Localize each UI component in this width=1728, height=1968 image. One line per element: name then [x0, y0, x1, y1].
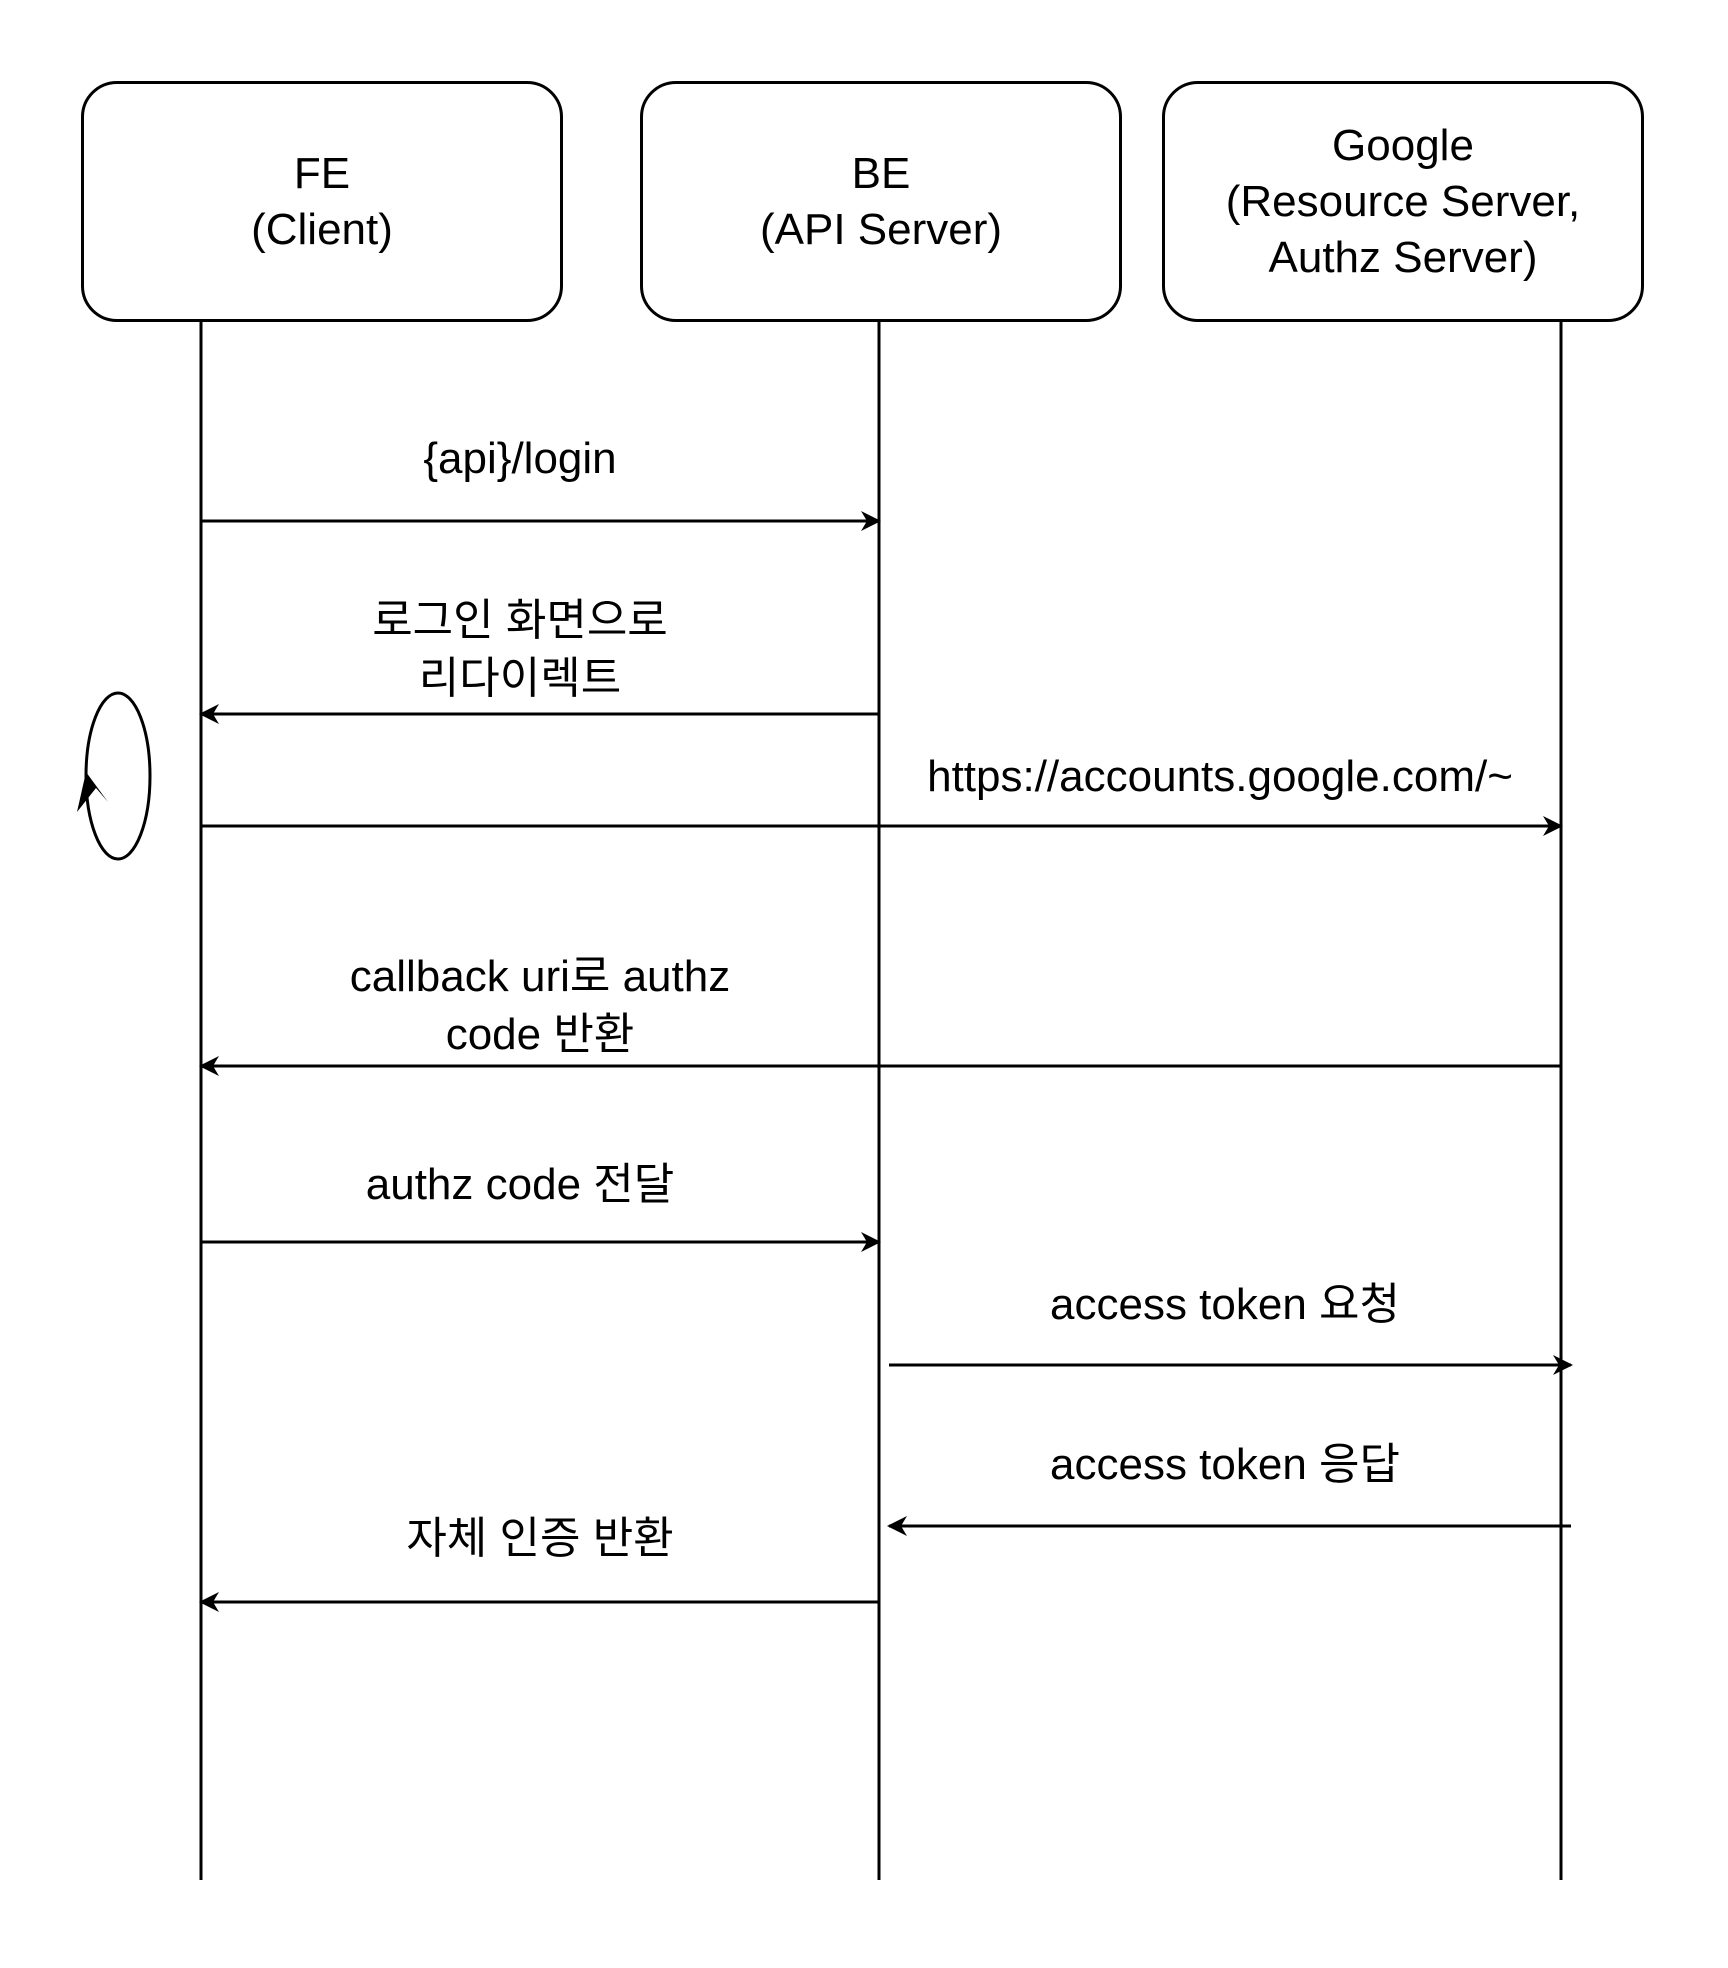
message-label-callback: callback uri로 authz code 반환: [349, 952, 731, 1059]
message-label-login: {api}/login: [423, 434, 617, 483]
self-loop-arrowhead: [77, 772, 108, 812]
message-label-token-response: access token 응답: [1050, 1440, 1400, 1489]
message-label-redirect: 로그인 화면으로 리다이렉트: [372, 596, 668, 703]
participant-google: Google (Resource Server, Authz Server): [1162, 81, 1644, 322]
participant-label-fe: FE (Client): [251, 148, 393, 254]
participant-be: BE (API Server): [640, 81, 1122, 322]
message-label-google-accounts: https://accounts.google.com/~: [927, 752, 1513, 801]
message-label-own-auth: 자체 인증 반환: [406, 1514, 674, 1563]
participant-label-google: Google (Resource Server, Authz Server): [1225, 120, 1581, 282]
participant-fe: FE (Client): [81, 81, 563, 322]
message-label-send-code: authz code 전달: [365, 1160, 675, 1209]
self-loop-ellipse: [84, 691, 152, 861]
message-label-token-request: access token 요청: [1050, 1280, 1400, 1329]
participant-label-be: BE (API Server): [759, 148, 1003, 254]
